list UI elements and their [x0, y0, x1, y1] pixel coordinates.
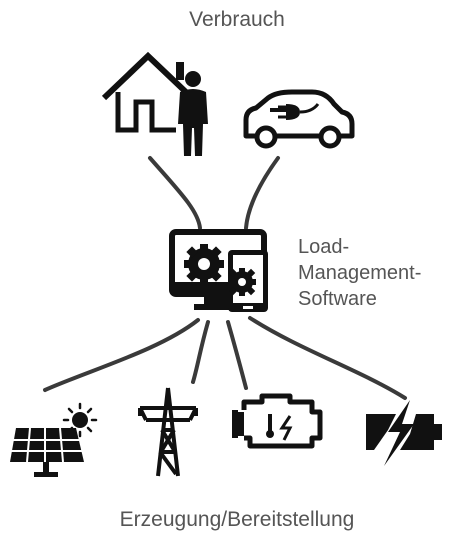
engine-generator-icon	[232, 393, 323, 449]
connector-house	[148, 156, 202, 230]
house-with-person-icon	[101, 51, 208, 156]
solar-panel-icon	[10, 402, 98, 477]
power-tower-icon	[138, 387, 198, 477]
connector-battery	[248, 316, 407, 400]
software-label-line-2: Management-	[298, 262, 422, 284]
software-label-line-1: Load-	[298, 236, 350, 258]
sun-icon	[62, 402, 98, 438]
connector-car	[244, 156, 280, 230]
connector-engine	[226, 320, 248, 390]
electric-car-icon	[243, 89, 355, 149]
gear-small-icon	[228, 268, 256, 296]
connector-lines	[43, 156, 407, 400]
gear-large-icon	[184, 244, 224, 284]
consumption-title: Verbrauch	[189, 8, 285, 31]
computer-tablet-gears-icon	[169, 229, 268, 312]
load-management-software-label: Load- Management- Software	[298, 234, 421, 312]
connector-solar	[43, 318, 200, 392]
battery-charging-icon	[366, 400, 442, 466]
software-label-line-3: Software	[298, 288, 377, 310]
generation-title: Erzeugung/Bereitstellung	[119, 508, 355, 531]
connector-tower	[191, 320, 210, 384]
